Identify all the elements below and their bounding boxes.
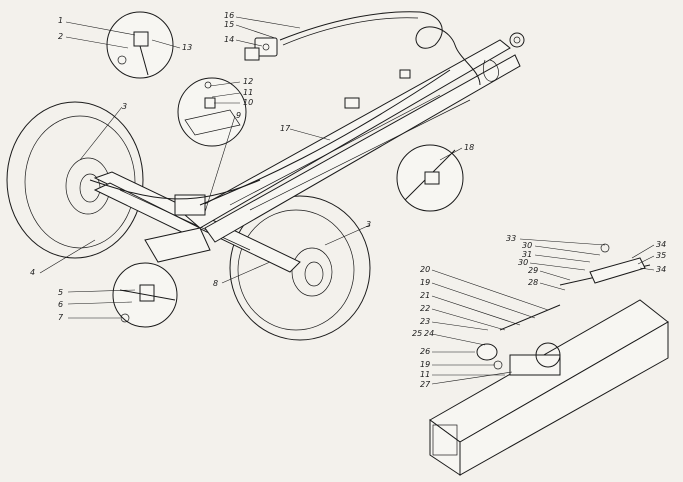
callout-10: 10 bbox=[243, 98, 253, 107]
callout-18: 18 bbox=[464, 143, 474, 152]
callout-31: 31 bbox=[522, 250, 532, 259]
tube-section-exploded bbox=[429, 243, 669, 476]
callout-34-lower: 34 bbox=[656, 265, 666, 274]
callout-8: 8 bbox=[213, 279, 218, 288]
callout-11-lower: 11 bbox=[420, 370, 430, 379]
callout-4: 4 bbox=[30, 268, 35, 277]
callout-26: 26 bbox=[420, 347, 430, 356]
detail-circle-centre bbox=[177, 77, 247, 147]
callout-35: 35 bbox=[656, 251, 666, 260]
callout-13: 13 bbox=[182, 43, 192, 52]
drawbar-frame bbox=[184, 32, 525, 243]
callout-5: 5 bbox=[58, 288, 63, 297]
callout-21: 21 bbox=[420, 291, 430, 300]
callout-22: 22 bbox=[420, 304, 430, 313]
callout-2: 2 bbox=[58, 32, 63, 41]
callout-23: 23 bbox=[420, 317, 430, 326]
callout-11: 11 bbox=[243, 88, 253, 97]
centre-plate bbox=[144, 194, 211, 263]
electrical-plug bbox=[244, 37, 278, 61]
callout-17: 17 bbox=[280, 124, 291, 133]
callout-3-right: 3 bbox=[366, 220, 371, 229]
callout-labels: 1 2 3 4 5 6 7 8 9 10 11 12 13 14 15 16 1… bbox=[30, 11, 666, 389]
callout-16: 16 bbox=[224, 11, 234, 20]
brake-cable bbox=[199, 69, 451, 206]
callout-34-upper: 34 bbox=[656, 240, 666, 249]
leader-lines bbox=[39, 16, 655, 385]
callout-30-upper: 30 bbox=[522, 241, 532, 250]
right-wheel bbox=[229, 195, 371, 341]
callout-3-left: 3 bbox=[122, 102, 127, 111]
detail-circle-lower-left bbox=[112, 262, 178, 328]
callout-9: 9 bbox=[236, 111, 241, 120]
callout-6: 6 bbox=[58, 300, 63, 309]
callout-33: 33 bbox=[506, 234, 516, 243]
cable-guide bbox=[344, 97, 360, 109]
callout-12: 12 bbox=[243, 77, 253, 86]
detail-circle-top-left bbox=[106, 11, 174, 79]
detail-circle-right bbox=[396, 144, 464, 212]
callout-30-lower: 30 bbox=[518, 258, 528, 267]
callout-28: 28 bbox=[528, 278, 538, 287]
callout-29: 29 bbox=[528, 266, 538, 275]
callout-7: 7 bbox=[58, 313, 64, 322]
callout-25: 25 bbox=[412, 329, 422, 338]
callout-19-upper: 19 bbox=[420, 278, 430, 287]
callout-1: 1 bbox=[58, 16, 63, 25]
callout-19-lower: 19 bbox=[420, 360, 430, 369]
callout-14: 14 bbox=[224, 35, 234, 44]
coiled-cable bbox=[279, 11, 481, 86]
callout-27: 27 bbox=[420, 380, 431, 389]
callout-15: 15 bbox=[224, 20, 234, 29]
callout-20: 20 bbox=[420, 265, 430, 274]
callout-24: 24 bbox=[424, 329, 434, 338]
safety-chain bbox=[483, 59, 499, 82]
